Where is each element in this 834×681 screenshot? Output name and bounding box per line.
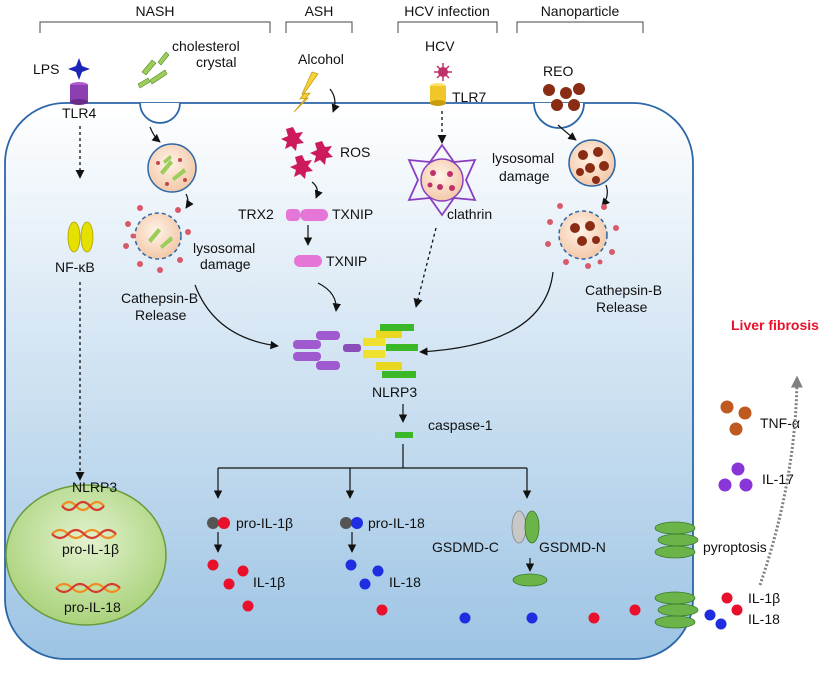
caspase1-icon bbox=[395, 432, 413, 438]
clathrin-to-nlrp3-arrow bbox=[413, 227, 437, 308]
out-il1b-dot-2 bbox=[731, 604, 743, 616]
hcv-label: HCV bbox=[425, 38, 455, 54]
alcohol-to-ros-arrow bbox=[329, 88, 340, 113]
tlr4-label: TLR4 bbox=[62, 105, 96, 121]
cholesterol-crystal-icon bbox=[137, 51, 170, 89]
tlr7-label: TLR7 bbox=[452, 89, 486, 105]
out-il1b-label: IL-1β bbox=[748, 590, 780, 606]
damaged-lysosome-nano-icon bbox=[545, 203, 619, 269]
nash-lysosomal-label: lysosomal bbox=[193, 240, 255, 256]
pro-il1b-dot bbox=[218, 517, 230, 529]
clathrin-label: clathrin bbox=[447, 206, 492, 222]
reo-label: REO bbox=[543, 63, 573, 79]
gsdmd-n-label: GSDMD-N bbox=[539, 539, 606, 555]
txnip-bound-icon bbox=[300, 209, 328, 221]
nash-damage-label: damage bbox=[200, 256, 251, 272]
pro-il18-prodomain bbox=[340, 517, 352, 529]
txnip-to-nlrp3-arrow bbox=[317, 282, 342, 312]
caspase1-label: caspase-1 bbox=[428, 417, 493, 433]
ros-label: ROS bbox=[340, 144, 370, 160]
out-il18-dot-1 bbox=[704, 609, 716, 621]
nfkb-label: NF-κB bbox=[55, 259, 95, 275]
nfkb-icon bbox=[67, 221, 94, 253]
il1b-dots bbox=[207, 559, 254, 612]
pro-il18-label: pro-IL-18 bbox=[368, 515, 425, 531]
nlrp3-inflammasome-icon bbox=[293, 324, 418, 378]
gsdmd-c-label: GSDMD-C bbox=[432, 539, 499, 555]
nash-cathepsin-label: Cathepsin-B bbox=[121, 290, 198, 306]
header-hcv: HCV infection bbox=[404, 3, 490, 19]
header-nanoparticle: Nanoparticle bbox=[541, 3, 620, 19]
cholesterol-label-2: crystal bbox=[196, 54, 236, 70]
nash-to-nlrp3-arrow bbox=[194, 284, 279, 350]
reo-endocytosis-arrow bbox=[557, 124, 577, 141]
tlr4-receptor-icon bbox=[70, 82, 88, 105]
vesicle-to-damage-arrow bbox=[185, 193, 194, 209]
released-particles bbox=[459, 604, 641, 624]
pyroptosis-label: pyroptosis bbox=[703, 539, 767, 555]
nucleus-pro-il1b-label: pro-IL-1β bbox=[62, 541, 119, 557]
ros-icon bbox=[281, 127, 333, 179]
tlr7-receptor-icon bbox=[430, 83, 446, 106]
nano-to-nlrp3-arrow bbox=[419, 271, 554, 356]
lps-star-icon bbox=[68, 58, 90, 80]
reo-vesicle-icon bbox=[568, 139, 616, 187]
cholesterol-invagination bbox=[139, 102, 181, 124]
nucleus-pro-il18-label: pro-IL-18 bbox=[64, 599, 121, 615]
crystal-vesicle-icon bbox=[147, 143, 197, 193]
pyroptosis-pore-upper-icon bbox=[654, 521, 699, 559]
out-il18-dot-2 bbox=[715, 618, 727, 630]
trx2-icon bbox=[286, 209, 300, 221]
pro-il1b-prodomain bbox=[207, 517, 219, 529]
nano-release-label: Release bbox=[596, 299, 648, 315]
il18-label: IL-18 bbox=[389, 574, 421, 590]
txnip-free-icon bbox=[294, 255, 322, 267]
il1b-label: IL-1β bbox=[253, 574, 285, 590]
il1b-dot-free bbox=[376, 604, 388, 616]
alcohol-label: Alcohol bbox=[298, 51, 344, 67]
txnip-label-2: TXNIP bbox=[326, 253, 367, 269]
nano-damage-label: damage bbox=[499, 168, 550, 184]
il17-dots bbox=[718, 462, 753, 492]
il18-dots bbox=[345, 559, 384, 590]
gsdmd-c-icon bbox=[511, 510, 527, 544]
caspase-branch-lines bbox=[218, 444, 527, 469]
gsdmd-n-icon bbox=[524, 510, 540, 544]
nucleus bbox=[5, 484, 167, 626]
dna-icons bbox=[51, 500, 121, 594]
pro-il18-dot bbox=[351, 517, 363, 529]
header-nash: NASH bbox=[136, 3, 175, 19]
gsdmd-n-fragment-icon bbox=[512, 573, 548, 587]
tnfa-dots bbox=[720, 400, 752, 436]
trx2-label: TRX2 bbox=[238, 206, 274, 222]
out-il1b-dot-1 bbox=[721, 592, 733, 604]
damaged-lysosome-nash-icon bbox=[123, 205, 191, 273]
out-il18-label: IL-18 bbox=[748, 611, 780, 627]
tnfa-label: TNF-α bbox=[760, 415, 800, 431]
clathrin-vesicle-icon bbox=[407, 143, 477, 217]
lps-label: LPS bbox=[33, 61, 59, 77]
pro-il1b-label: pro-IL-1β bbox=[236, 515, 293, 531]
endocytosis-arrow bbox=[149, 126, 161, 143]
header-ash: ASH bbox=[305, 3, 334, 19]
alcohol-lightning-icon bbox=[293, 71, 319, 113]
nucleus-nlrp3-label: NLRP3 bbox=[72, 479, 117, 495]
hcv-virus-icon bbox=[434, 63, 452, 81]
header-brackets bbox=[39, 21, 644, 33]
ros-to-trx-arrow bbox=[311, 181, 323, 199]
liver-fibrosis-label: Liver fibrosis bbox=[731, 317, 819, 333]
il17-label: IL-17 bbox=[762, 471, 794, 487]
nlrp3-label: NLRP3 bbox=[372, 384, 417, 400]
reo-particles-icon bbox=[543, 83, 585, 111]
pyroptosis-pore-membrane-icon bbox=[654, 591, 699, 629]
nano-cathepsin-label: Cathepsin-B bbox=[585, 282, 662, 298]
cholesterol-label-1: cholesterol bbox=[172, 38, 240, 54]
txnip-label-1: TXNIP bbox=[332, 206, 373, 222]
nash-release-label: Release bbox=[135, 307, 187, 323]
nano-lysosomal-label: lysosomal bbox=[492, 150, 554, 166]
